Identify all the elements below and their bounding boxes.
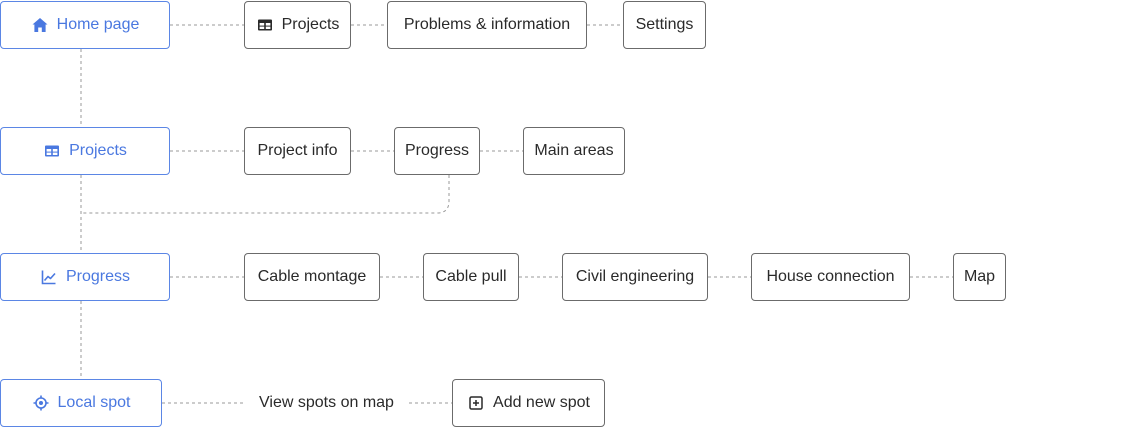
node-home-page-label: Home page: [56, 16, 140, 33]
node-progress-link[interactable]: Progress: [394, 127, 480, 175]
node-projects-link[interactable]: Projects: [244, 1, 351, 49]
node-home-page[interactable]: Home page: [0, 1, 170, 49]
node-view-spots-on-map-label: View spots on map: [259, 394, 394, 411]
trend-chart-icon: [40, 268, 58, 286]
node-main-areas-label: Main areas: [534, 142, 614, 159]
node-house-connection-label: House connection: [766, 268, 895, 285]
node-main-areas[interactable]: Main areas: [523, 127, 625, 175]
connector-progress-loopback: [81, 175, 450, 214]
node-cable-montage[interactable]: Cable montage: [244, 253, 380, 301]
node-local-spot[interactable]: Local spot: [0, 379, 162, 427]
node-projects-label: Projects: [69, 142, 127, 159]
node-add-new-spot-label: Add new spot: [493, 394, 590, 411]
node-project-info[interactable]: Project info: [244, 127, 351, 175]
node-progress[interactable]: Progress: [0, 253, 170, 301]
node-cable-montage-label: Cable montage: [257, 268, 367, 285]
add-square-icon: [467, 394, 485, 412]
node-map[interactable]: Map: [953, 253, 1006, 301]
node-settings[interactable]: Settings: [623, 1, 706, 49]
node-local-spot-label: Local spot: [57, 394, 131, 411]
node-cable-pull-label: Cable pull: [435, 268, 507, 285]
node-progress-link-label: Progress: [404, 142, 470, 159]
node-house-connection[interactable]: House connection: [751, 253, 910, 301]
table-icon: [43, 142, 61, 160]
node-view-spots-on-map[interactable]: View spots on map: [244, 379, 409, 427]
location-target-icon: [32, 394, 50, 412]
node-projects[interactable]: Projects: [0, 127, 170, 175]
table-icon: [256, 16, 274, 34]
node-project-info-label: Project info: [257, 142, 338, 159]
node-progress-label: Progress: [65, 268, 131, 285]
node-problems-information[interactable]: Problems & information: [387, 1, 587, 49]
node-settings-label: Settings: [635, 16, 694, 33]
node-problems-information-label: Problems & information: [403, 16, 571, 33]
node-civil-engineering[interactable]: Civil engineering: [562, 253, 708, 301]
home-icon: [31, 16, 49, 34]
node-add-new-spot[interactable]: Add new spot: [452, 379, 605, 427]
node-projects-link-label: Projects: [281, 16, 340, 33]
node-cable-pull[interactable]: Cable pull: [423, 253, 519, 301]
node-map-label: Map: [963, 268, 996, 285]
node-civil-engineering-label: Civil engineering: [575, 268, 695, 285]
